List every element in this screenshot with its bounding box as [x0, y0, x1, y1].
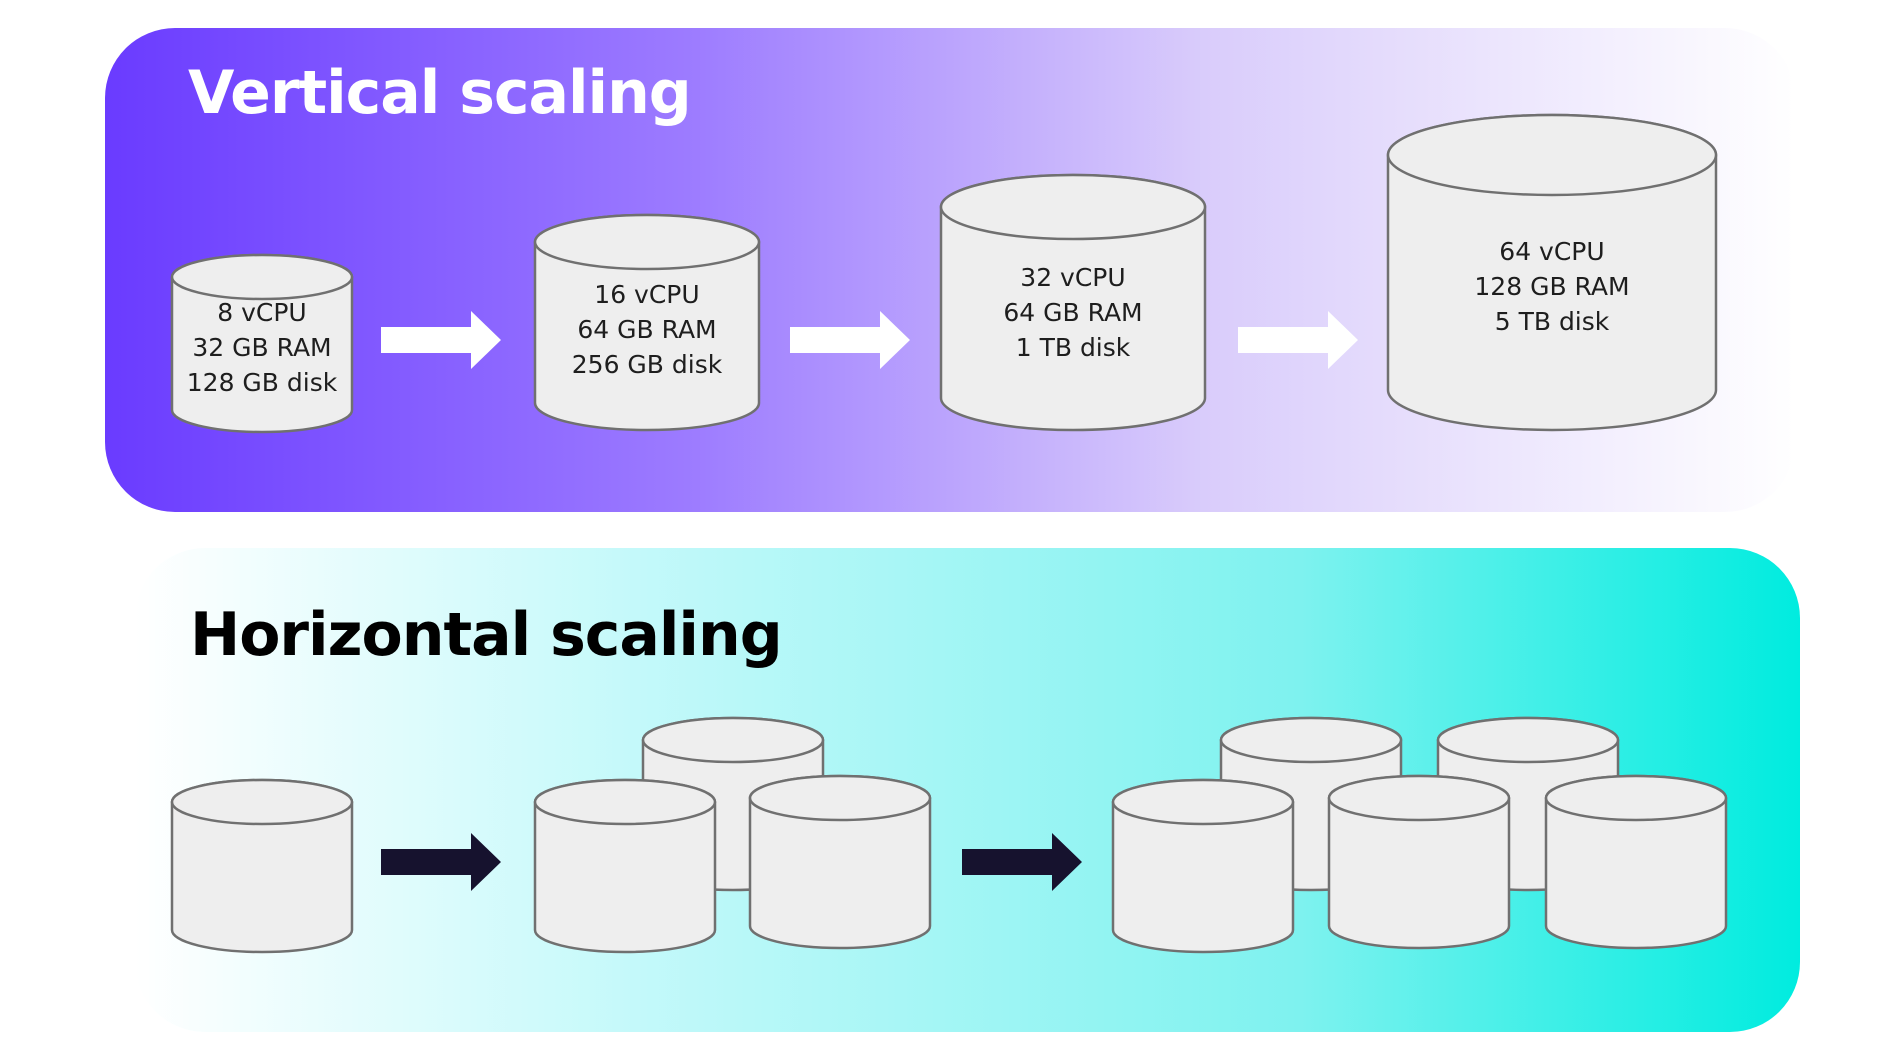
horizontal-scaling-title: Horizontal scaling — [190, 600, 783, 670]
cylinder-top — [533, 778, 717, 826]
vertical-arrow-1 — [381, 311, 501, 369]
horizontal-server — [170, 778, 354, 954]
cylinder-top — [1544, 774, 1728, 822]
server-spec-line: 32 vCPU — [1020, 263, 1125, 292]
cylinder-top — [170, 253, 354, 301]
cylinder-top — [641, 716, 825, 764]
horizontal-arrow-1 — [381, 833, 501, 891]
horizontal-stage-1 — [170, 778, 354, 954]
server-spec-line: 32 GB RAM — [192, 333, 331, 362]
server-spec-line: 64 GB RAM — [577, 315, 716, 344]
arrow-shape — [790, 311, 910, 369]
vertical-scaling-title: Vertical scaling — [188, 58, 692, 128]
cylinder-top — [1327, 774, 1511, 822]
cylinder-top — [170, 778, 354, 826]
server-spec-line: 64 GB RAM — [1003, 298, 1142, 327]
server-spec-line: 8 vCPU — [217, 298, 306, 327]
horizontal-stage-2 — [533, 716, 932, 954]
horizontal-server — [1111, 778, 1295, 954]
server-spec-line: 1 TB disk — [1016, 333, 1131, 362]
horizontal-server — [1544, 774, 1728, 950]
arrow-shape — [381, 833, 501, 891]
cylinder-top — [748, 774, 932, 822]
cylinder-top — [1219, 716, 1403, 764]
server-spec-line: 64 vCPU — [1499, 237, 1604, 266]
server-spec-line: 5 TB disk — [1495, 307, 1610, 336]
vertical-server-3: 32 vCPU 64 GB RAM 1 TB disk — [939, 173, 1207, 432]
cylinder-top — [1386, 113, 1718, 197]
cylinder-top — [533, 213, 761, 271]
arrow-shape — [1238, 311, 1358, 369]
server-spec-line: 128 GB disk — [187, 368, 338, 397]
server-spec-line: 128 GB RAM — [1474, 272, 1629, 301]
vertical-server-2: 16 vCPU 64 GB RAM 256 GB disk — [533, 213, 761, 432]
cylinder-top — [939, 173, 1207, 241]
vertical-arrow-2 — [790, 311, 910, 369]
cylinder-top — [1436, 716, 1620, 764]
vertical-server-1: 8 vCPU 32 GB RAM 128 GB disk — [170, 253, 354, 434]
horizontal-server — [533, 778, 717, 954]
horizontal-server — [1327, 774, 1511, 950]
server-spec-line: 256 GB disk — [572, 350, 723, 379]
horizontal-stage-3 — [1111, 716, 1728, 954]
server-spec-line: 16 vCPU — [594, 280, 699, 309]
arrow-shape — [381, 311, 501, 369]
cylinder-top — [1111, 778, 1295, 826]
horizontal-arrow-2 — [962, 833, 1082, 891]
horizontal-server — [748, 774, 932, 950]
arrow-shape — [962, 833, 1082, 891]
vertical-server-4: 64 vCPU 128 GB RAM 5 TB disk — [1386, 113, 1718, 432]
vertical-arrow-3 — [1238, 311, 1358, 369]
